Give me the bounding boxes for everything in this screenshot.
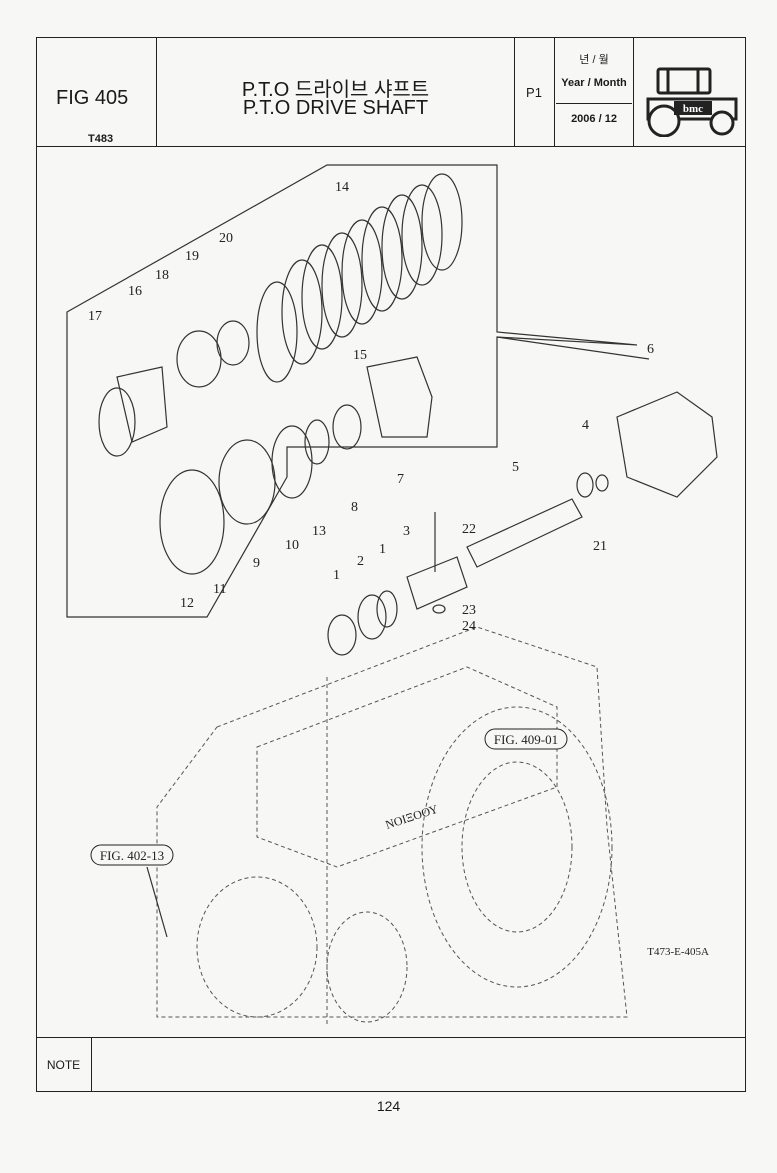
- callout-7: 7: [397, 472, 404, 487]
- callout-15: 15: [353, 348, 367, 363]
- ring-1b: [327, 614, 357, 656]
- header-divider: [556, 103, 632, 104]
- callout-12: 12: [180, 596, 194, 611]
- callout-23: 23: [462, 603, 476, 618]
- transmission-housing: [156, 626, 628, 1027]
- callout-3: 3: [403, 524, 410, 539]
- clutch-disc-pack: [256, 173, 463, 383]
- callout-19: 19: [185, 249, 199, 264]
- plate-12: [159, 469, 225, 575]
- fig-ref-409-01: FIG. 409-01: [494, 732, 558, 747]
- piston-9: [218, 439, 276, 525]
- retainer-plate-16: [116, 366, 168, 443]
- header-divider: [633, 37, 634, 147]
- fig-ref-402-13: FIG. 402-13: [100, 848, 164, 863]
- callout-1: 1: [333, 568, 340, 583]
- ring-8: [332, 404, 362, 450]
- header-divider: [156, 37, 157, 147]
- callout-9: 9: [253, 556, 260, 571]
- bearing-2: [357, 594, 387, 640]
- page-number: 124: [376, 1098, 401, 1114]
- header-divider: [554, 37, 555, 147]
- callout-20: 20: [219, 231, 233, 246]
- seal-13: [304, 419, 330, 465]
- fig-ref-badge: [90, 844, 174, 866]
- callout-5: 5: [512, 460, 519, 475]
- tractor-logo-icon: bmc: [646, 67, 738, 137]
- note-section: NOTE: [36, 1037, 746, 1092]
- leader-line: [496, 336, 650, 360]
- logo-text: bmc: [683, 103, 703, 115]
- clutch-drum-7: [366, 356, 433, 438]
- callout-18: 18: [155, 268, 169, 283]
- sleeve-3: [406, 556, 468, 610]
- callout-1: 1: [379, 542, 386, 557]
- leader-line: [146, 866, 168, 938]
- title-english: P.T.O DRIVE SHAFT: [242, 97, 429, 119]
- page-code: P1: [526, 85, 542, 100]
- callout-10: 10: [285, 538, 299, 553]
- page-frame: [36, 37, 746, 1092]
- title-korean: P.T.O 드라이브 샤프트: [241, 79, 430, 101]
- callout-22: 22: [462, 522, 476, 537]
- seal-10: [271, 425, 313, 499]
- washer-23: [432, 604, 446, 614]
- ring-1: [376, 590, 398, 628]
- callout-6: 6: [647, 342, 654, 357]
- fig-ref-badge: [484, 728, 568, 750]
- exploded-parts-drawing: 1 1 2 3 4 5 6 7 8 9 10 11 12 13 14 15 16…: [66, 164, 718, 1027]
- fig-number: FIG 405: [56, 87, 129, 109]
- callout-17: 17: [88, 309, 102, 324]
- hub-19: [176, 330, 222, 388]
- clutch-assembly-6: [616, 391, 718, 498]
- snap-ring-17: [98, 387, 136, 457]
- callout-14: 14: [335, 180, 349, 195]
- exploded-inset-outline: [66, 164, 638, 618]
- note-label: NOTE: [36, 1038, 92, 1091]
- header: FIG 405 T483 P.T.O 드라이브 샤프트 P.T.O DRIVE …: [36, 37, 746, 147]
- callout-2: 2: [357, 554, 364, 569]
- year-month-korean: 년 / 월: [579, 54, 609, 66]
- callout-13: 13: [312, 524, 326, 539]
- year-month-label: Year / Month: [561, 77, 627, 89]
- revision-date: 2006 / 12: [571, 113, 617, 125]
- gear-21: [595, 474, 609, 492]
- callout-21: 21: [593, 539, 607, 554]
- callout-labels: 1 1 2 3 4 5 6 7 8 9 10 11 12 13 14 15 16…: [88, 180, 654, 634]
- callout-24: 24: [462, 619, 476, 634]
- bearing-20: [216, 320, 250, 366]
- casting-mark: ΝΟΙΞΟΟΥ: [384, 802, 440, 832]
- drawing-code: T473-E-405A: [647, 946, 709, 958]
- callout-4: 4: [582, 418, 589, 433]
- callout-8: 8: [351, 500, 358, 515]
- drive-shaft-5: [466, 498, 583, 568]
- model-code: T483: [88, 133, 114, 145]
- callout-11: 11: [213, 582, 226, 597]
- callout-16: 16: [128, 284, 142, 299]
- circlip-4: [576, 472, 594, 498]
- header-divider: [514, 37, 515, 147]
